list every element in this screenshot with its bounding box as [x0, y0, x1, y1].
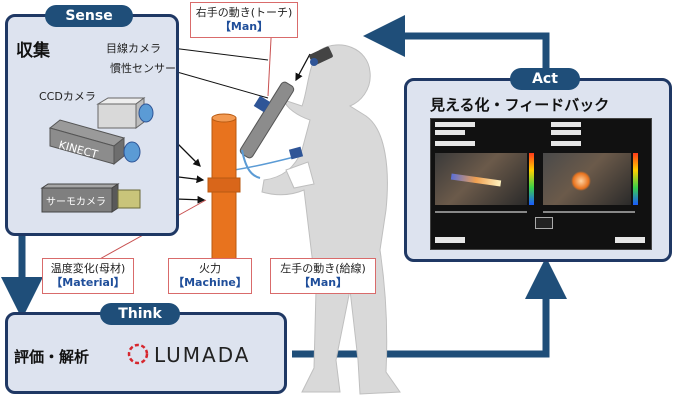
- heat-label: 火力 【Machine】: [168, 258, 252, 294]
- sense-heading: 収集: [16, 41, 50, 61]
- lumada-brand: LUMADA: [154, 343, 251, 367]
- left-hand-label: 左手の動き(給線) 【Man】: [270, 258, 376, 294]
- think-tab: Think: [100, 303, 180, 325]
- right-hand-label: 右手の動き(トーチ) 【Man】: [190, 2, 298, 38]
- feedback-screen: [430, 118, 652, 250]
- temperature-label: 温度変化(母材) 【Material】: [42, 258, 134, 294]
- base-metal-icon: [207, 113, 241, 279]
- kinect-icon: KINECT: [48, 119, 141, 166]
- lumada-logo-icon: [127, 343, 149, 365]
- eye-camera-label: 目線カメラ: [106, 42, 161, 55]
- thermo-camera-icon: サーモカメラ: [40, 183, 141, 213]
- think-heading: 評価・解析: [14, 348, 90, 366]
- act-tab: Act: [510, 68, 580, 90]
- ccd-camera-label: CCDカメラ: [39, 90, 96, 103]
- arrow-act-to-worker: [363, 15, 550, 78]
- torch-icon: [239, 81, 295, 179]
- ccd-camera-icon: [96, 97, 154, 129]
- welding-scene: [207, 44, 401, 395]
- sense-tab: Sense: [45, 5, 133, 27]
- worker-silhouette: [261, 44, 401, 395]
- thermo-camera-label: サーモカメラ: [46, 196, 106, 208]
- inertial-sensor-label: 慣性センサー: [110, 62, 176, 75]
- act-heading: 見える化・フィードバック: [430, 96, 610, 114]
